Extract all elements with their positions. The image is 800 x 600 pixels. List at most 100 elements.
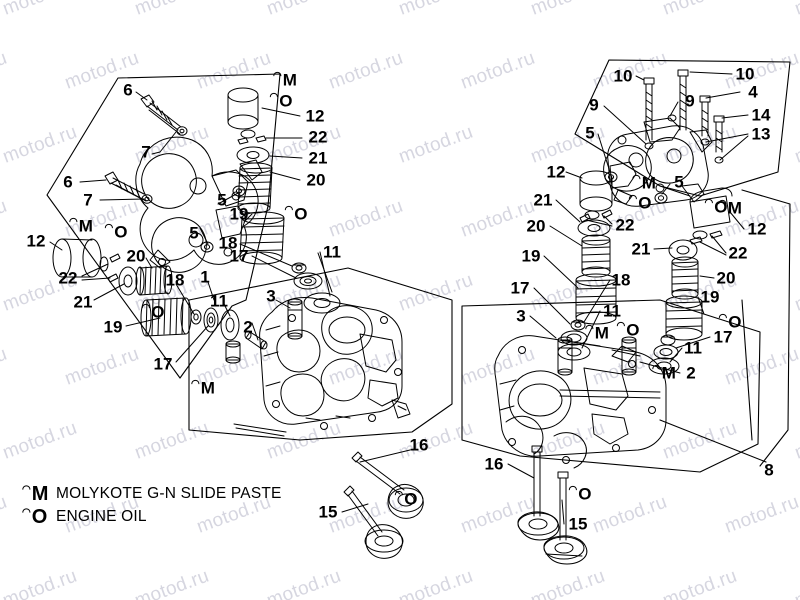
callout-number-11[interactable]: 11 xyxy=(603,301,621,321)
callout-number-10[interactable]: 10 xyxy=(613,66,633,86)
dowel-pin-2-left xyxy=(244,330,268,350)
inner-spring-20-right-b xyxy=(671,256,699,300)
right-cover-eye-5b xyxy=(654,192,668,204)
tappet-12-right-a xyxy=(579,170,613,212)
intake-valve-15-center xyxy=(343,485,404,559)
callout-number-5[interactable]: 5 xyxy=(674,172,684,192)
callout-number-11[interactable]: 11 xyxy=(210,291,228,311)
callout-number-16[interactable]: 16 xyxy=(409,435,429,455)
marker-symbol: O xyxy=(578,484,592,504)
callout-number-18[interactable]: 18 xyxy=(218,233,238,253)
oil-drop-icon: ◠ xyxy=(704,197,714,209)
callout-number-12[interactable]: 12 xyxy=(26,231,46,251)
oil-drop-icon: ◠ xyxy=(22,483,31,495)
callout-number-16[interactable]: 16 xyxy=(484,454,504,474)
callout-number-21[interactable]: 21 xyxy=(73,292,93,312)
group-outline-left-cover xyxy=(46,73,281,379)
callout-number-22[interactable]: 22 xyxy=(615,215,635,235)
callout-number-17[interactable]: 17 xyxy=(510,278,530,298)
callout-number-5[interactable]: 5 xyxy=(217,190,227,210)
marker-symbol: M xyxy=(78,216,93,236)
oil-drop-icon: ◠ xyxy=(104,222,114,234)
callout-number-22[interactable]: 22 xyxy=(728,243,748,263)
callout-number-7[interactable]: 7 xyxy=(83,190,93,210)
lubrication-marker-o: ◠O xyxy=(395,489,418,509)
callout-number-13[interactable]: 13 xyxy=(751,124,771,144)
callout-number-22[interactable]: 22 xyxy=(58,268,78,288)
callout-number-9[interactable]: 9 xyxy=(589,95,599,115)
lubrication-marker-o: ◠O xyxy=(284,204,308,222)
callout-number-3[interactable]: 3 xyxy=(516,306,526,326)
callout-number-1[interactable]: 1 xyxy=(200,267,210,287)
lubrication-marker-o: ◠O xyxy=(719,313,742,330)
callout-number-17[interactable]: 17 xyxy=(713,327,733,347)
callout-number-5[interactable]: 5 xyxy=(585,123,595,143)
callout-number-5[interactable]: 5 xyxy=(189,223,199,243)
callout-number-18[interactable]: 18 xyxy=(165,270,185,290)
callout-number-20[interactable]: 20 xyxy=(526,216,546,236)
callout-number-7[interactable]: 7 xyxy=(141,142,151,162)
group-outline-right-cover xyxy=(574,59,791,197)
marker-symbol: O xyxy=(404,489,418,509)
oil-drop-icon: ◠ xyxy=(22,506,31,518)
callout-number-12[interactable]: 12 xyxy=(747,219,767,239)
callout-number-19[interactable]: 19 xyxy=(103,317,123,337)
callout-number-21[interactable]: 21 xyxy=(308,148,328,168)
group-outline-right-head xyxy=(461,299,761,473)
callout-number-14[interactable]: 14 xyxy=(751,105,771,125)
callout-number-8[interactable]: 8 xyxy=(764,460,774,480)
callout-number-17[interactable]: 17 xyxy=(153,354,173,374)
marker-symbol: M xyxy=(594,323,609,343)
callout-number-2[interactable]: 2 xyxy=(243,317,253,337)
bolt-14 xyxy=(713,115,725,153)
callout-number-20[interactable]: 20 xyxy=(126,246,146,266)
callout-number-10[interactable]: 10 xyxy=(735,64,755,84)
lubrication-marker-o: ◠O xyxy=(142,302,165,322)
callout-number-17[interactable]: 17 xyxy=(229,246,249,266)
oil-drop-icon: ◠ xyxy=(585,323,594,335)
callout-number-11[interactable]: 11 xyxy=(684,338,702,358)
bolt-10-left xyxy=(643,77,655,141)
legend-symbol-o: ◠O xyxy=(22,507,56,527)
callout-number-2[interactable]: 2 xyxy=(686,363,696,383)
callout-number-15[interactable]: 15 xyxy=(568,514,588,534)
spring-seat-17-left xyxy=(203,307,219,333)
lubrication-marker-m: ◠M xyxy=(69,216,93,236)
intake-valve-15-right xyxy=(543,471,588,565)
callout-number-15[interactable]: 15 xyxy=(318,502,338,522)
bolt-4 xyxy=(699,95,711,137)
oil-drop-icon: ◠ xyxy=(632,173,641,185)
callout-number-11[interactable]: 11 xyxy=(323,242,341,262)
callout-number-21[interactable]: 21 xyxy=(533,190,553,210)
callout-number-6[interactable]: 6 xyxy=(123,80,133,100)
callout-number-19[interactable]: 19 xyxy=(521,246,541,266)
callout-number-12[interactable]: 12 xyxy=(546,162,566,182)
oil-drop-icon: ◠ xyxy=(616,320,626,332)
valve-guide-3-center xyxy=(287,298,303,340)
callout-number-4[interactable]: 4 xyxy=(748,82,758,102)
cover-mounting-eye-5b xyxy=(200,241,214,253)
oil-drop-icon: ◠ xyxy=(284,204,294,216)
callout-number-6[interactable]: 6 xyxy=(63,172,73,192)
callout-number-12[interactable]: 12 xyxy=(305,106,325,126)
callout-number-9[interactable]: 9 xyxy=(685,91,695,111)
marker-symbol: O xyxy=(151,302,165,322)
callout-number-18[interactable]: 18 xyxy=(611,270,631,290)
exhaust-valve-16-right xyxy=(517,445,560,541)
callout-number-3[interactable]: 3 xyxy=(266,286,276,306)
callout-number-19[interactable]: 19 xyxy=(700,287,720,307)
callout-number-21[interactable]: 21 xyxy=(631,239,651,259)
callout-number-20[interactable]: 20 xyxy=(306,170,326,190)
valve-guide-washer-11-center xyxy=(303,292,341,314)
legend-symbol-letter: O xyxy=(31,505,48,528)
valve-stem-seal-18-left xyxy=(190,309,202,325)
group-outline-center-head xyxy=(188,267,453,441)
callout-number-22[interactable]: 22 xyxy=(308,127,328,147)
callout-number-19[interactable]: 19 xyxy=(229,204,249,224)
lubrication-marker-o: ◠O xyxy=(616,320,640,338)
oil-drop-icon: ◠ xyxy=(269,91,279,103)
callout-number-20[interactable]: 20 xyxy=(716,268,736,288)
